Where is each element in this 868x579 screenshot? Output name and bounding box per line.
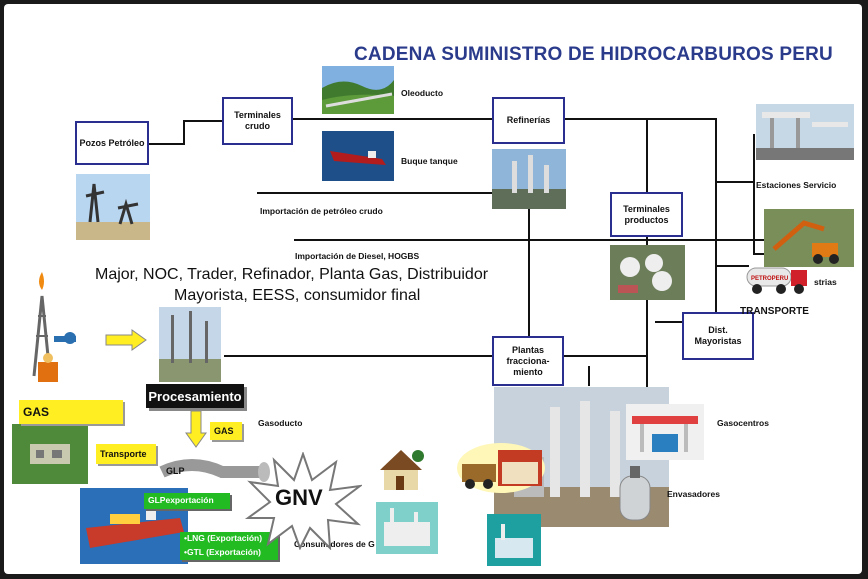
- oleoducto-label: Oleoducto: [401, 88, 444, 98]
- oleoducto-photo: [322, 66, 394, 114]
- procesamiento-photo: [159, 307, 221, 382]
- plantas-fraccionamiento-box: Plantas fracciona-miento: [492, 336, 564, 386]
- gasocentros-label: Gasocentros: [717, 418, 769, 428]
- industrias-label: strias: [814, 277, 837, 287]
- buque-tanque-photo: [322, 131, 394, 181]
- refineria-photo: [492, 149, 566, 209]
- camion-cisterna-photo: PETROPERU: [745, 262, 811, 296]
- pozos-photo: [76, 174, 150, 240]
- connector-lines: [149, 118, 764, 389]
- arrow-down-icon: [185, 410, 207, 448]
- importacion-diesel-label: Importación de Diesel, HOGBS: [295, 251, 420, 261]
- actors-line-1: Major, NOC, Trader, Refinador, Planta Ga…: [95, 266, 489, 283]
- fabrica-icon: [376, 502, 438, 554]
- glp-label: GLP: [166, 466, 185, 476]
- gtl-export-callout: •GTL (Exportación): [180, 546, 278, 560]
- industrias-photo: [764, 209, 854, 267]
- glp-exportacion-callout: GLPexportación: [144, 493, 230, 509]
- gas-small-callout: GAS: [210, 422, 242, 440]
- terminal-productos-photo: [610, 245, 685, 300]
- envasadores-label: Envasadores: [667, 489, 720, 499]
- procesamiento-callout: Procesamiento: [146, 384, 244, 408]
- gnv-starburst: [244, 452, 362, 550]
- estaciones-servicio-label: Estaciones Servicio: [756, 180, 837, 190]
- page-title: CADENA SUMINISTRO DE HIDROCARBUROS PERU: [354, 44, 833, 65]
- diagram-slide: CADENA SUMINISTRO DE HIDROCARBUROS PERU …: [4, 4, 862, 574]
- actors-line-2: Mayorista, EESS, consumidor final: [174, 287, 421, 304]
- gnv-label: GNV: [275, 485, 323, 510]
- terminales-productos-box: Terminales productos: [610, 192, 683, 237]
- dist-mayoristas-box: Dist. Mayoristas: [682, 312, 754, 360]
- lng-export-callout: •LNG (Exportación): [180, 532, 278, 546]
- pozos-petroleo-box: Pozos Petróleo: [75, 121, 149, 165]
- transporte-caps-label: TRANSPORTE: [740, 306, 809, 317]
- terminales-crudo-box: Terminales crudo: [222, 97, 293, 145]
- central-electrica-photo: [487, 514, 541, 566]
- gasoducto-label: Gasoducto: [258, 418, 303, 428]
- importacion-crudo-label: Importación de petróleo crudo: [260, 206, 383, 216]
- gas-callout: GAS: [19, 400, 123, 424]
- gasocentro-photo: [626, 404, 704, 460]
- restaurante-icon: [456, 442, 546, 494]
- truck-brand-text: PETROPERU: [751, 276, 788, 282]
- gas-well-icon: [32, 272, 76, 382]
- pipeline-graphic: [159, 459, 270, 482]
- balon-gas-photo: [614, 464, 656, 526]
- buque-tanque-label: Buque tanque: [401, 156, 458, 166]
- gas-field-photo: [12, 424, 88, 484]
- transporte-callout: Transporte: [96, 444, 156, 464]
- casa-consumidor-icon: [374, 444, 428, 496]
- consumidores-label: Consumidores de G: [294, 539, 375, 549]
- estaciones-servicio-photo: [756, 104, 854, 160]
- arrow-right-icon: [105, 329, 147, 351]
- refinerias-box: Refinerías: [492, 97, 565, 144]
